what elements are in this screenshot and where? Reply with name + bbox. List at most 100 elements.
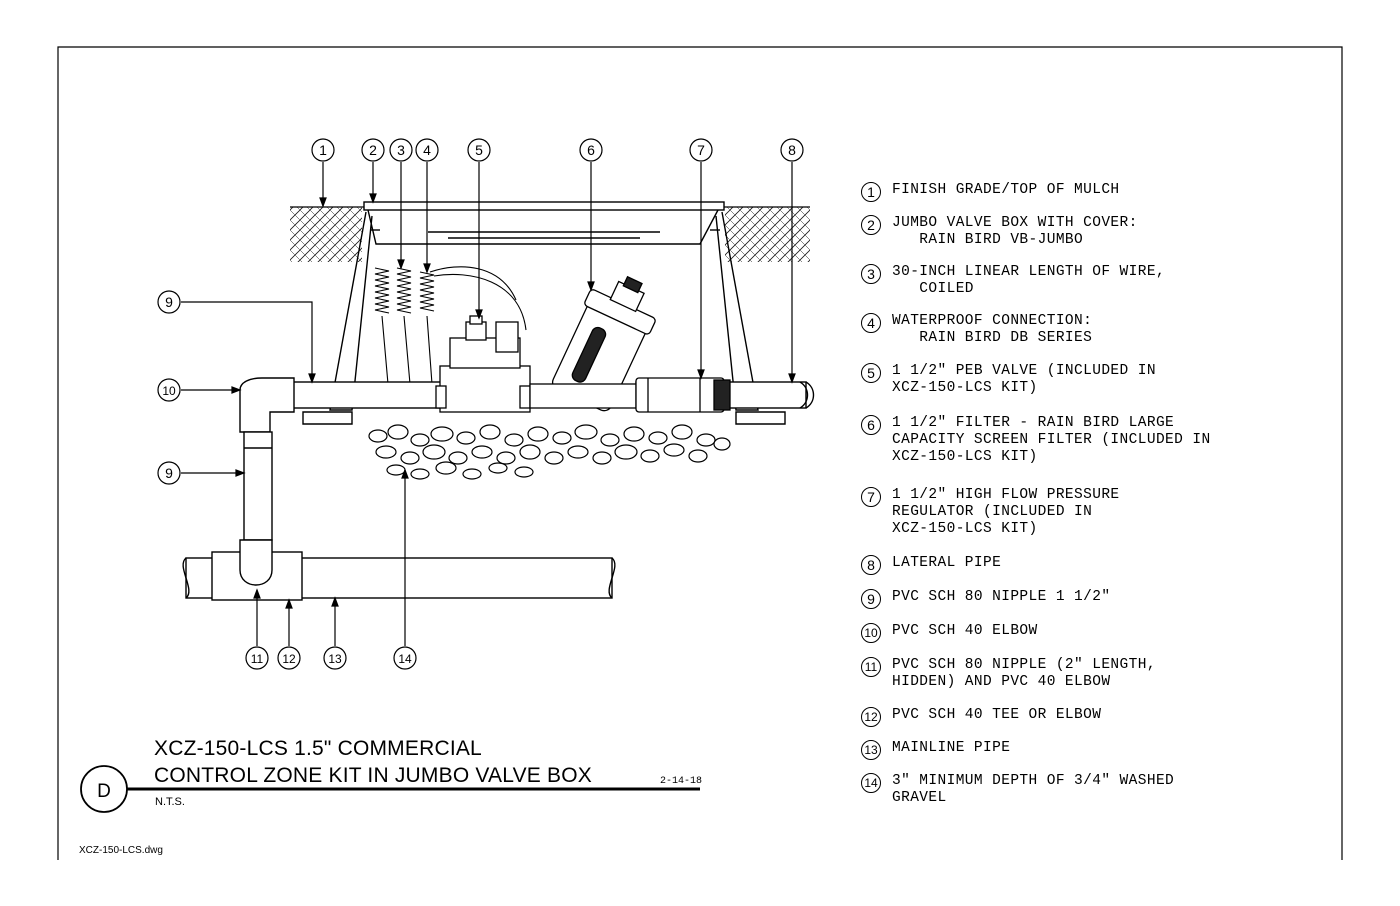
legend-number: 4 (861, 313, 881, 333)
gravel-stone (514, 466, 534, 478)
callout-number: 10 (162, 384, 176, 398)
finish-grade (290, 206, 810, 262)
callout-number: 2 (369, 142, 377, 158)
callout-arrow-10 (231, 386, 242, 394)
gravel-stone (640, 449, 660, 463)
callout-arrow-9 (235, 469, 246, 477)
callout-arrow-12 (285, 598, 293, 609)
legend-item-11: 11 PVC SCH 80 NIPPLE (2" LENGTH, HIDDEN) … (861, 657, 1156, 691)
callout-number: 13 (328, 652, 342, 666)
file-name: XCZ-150-LCS.dwg (79, 845, 163, 856)
gravel-stone (600, 433, 620, 447)
gravel-stone (663, 443, 685, 457)
gravel-stone (488, 462, 508, 474)
legend-text: PVC SCH 80 NIPPLE 1 1/2" (892, 589, 1111, 605)
callout-number: 12 (282, 652, 296, 666)
pvc-assembly (182, 377, 616, 601)
legend-text: 30-INCH LINEAR LENGTH OF WIRE, COILED (892, 264, 1166, 297)
gravel-stone (456, 431, 476, 445)
callout-number: 7 (697, 142, 705, 158)
date-stamp: 2-14-18 (660, 776, 703, 787)
pressure-regulator (635, 377, 731, 413)
callout-arrow-3 (397, 259, 405, 270)
screen-filter (529, 275, 656, 412)
callout-arrow-13 (331, 596, 339, 607)
legend-number: 13 (861, 740, 881, 760)
callout-arrow-14 (401, 468, 409, 479)
gravel (368, 424, 731, 480)
callout-circle-5 (467, 138, 491, 162)
callout-circle-13 (323, 646, 347, 670)
legend-item-3: 3 30-INCH LINEAR LENGTH OF WIRE, COILED (861, 264, 1165, 298)
legend-number: 10 (861, 623, 881, 643)
gravel-stone (574, 424, 598, 440)
gravel-stone (519, 444, 541, 460)
legend-text: PVC SCH 80 NIPPLE (2" LENGTH, HIDDEN) AN… (892, 657, 1156, 690)
gravel-stone (552, 431, 572, 445)
gravel-stone (713, 437, 731, 451)
callout-number: 3 (397, 142, 405, 158)
callout-circle-2 (361, 138, 385, 162)
gravel-stone (375, 445, 397, 459)
legend-number: 14 (861, 773, 881, 793)
callout-arrow-1 (319, 197, 327, 208)
legend-number: 3 (861, 264, 881, 284)
callout-circle-4 (415, 138, 439, 162)
callout-circle-3 (389, 138, 413, 162)
callout-circle-1 (311, 138, 335, 162)
peb-valve (435, 315, 531, 413)
legend-number: 2 (861, 215, 881, 235)
gravel-stone (471, 445, 493, 459)
legend-text: 3" MINIMUM DEPTH OF 3/4" WASHED GRAVEL (892, 773, 1175, 806)
gravel-stone (430, 426, 454, 442)
callout-circle-8 (780, 138, 804, 162)
callout-number: 1 (319, 142, 327, 158)
gravel-stone (496, 451, 516, 465)
callout-arrow-6 (587, 281, 595, 292)
legend-text: 1 1/2" PEB VALVE (INCLUDED IN XCZ-150-LC… (892, 363, 1156, 396)
gravel-stone (592, 451, 612, 465)
callout-number: 8 (788, 142, 796, 158)
callout-circle-11 (245, 646, 269, 670)
legend-item-5: 5 1 1/2" PEB VALVE (INCLUDED IN XCZ-150-L… (861, 363, 1156, 397)
gravel-stone (462, 468, 482, 480)
gravel-stone (504, 433, 524, 447)
sheet-border (57, 46, 1343, 860)
title-line-2: CONTROL ZONE KIT IN JUMBO VALVE BOX (154, 764, 592, 787)
gravel-stone (544, 451, 564, 465)
legend-number: 12 (861, 707, 881, 727)
gravel-stone (400, 451, 420, 465)
gravel-stone (479, 424, 501, 440)
callout-number: 4 (423, 142, 431, 158)
legend-text: 1 1/2" FILTER - RAIN BIRD LARGE CAPACITY… (892, 415, 1211, 465)
legend-number: 5 (861, 363, 881, 383)
callout-circle-6 (579, 138, 603, 162)
legend-number: 11 (861, 657, 881, 677)
gravel-stone (387, 424, 409, 440)
title-block-graphics (80, 765, 700, 813)
gravel-stone (623, 426, 645, 442)
callout-circle-10 (157, 378, 181, 402)
callout-circle-9 (157, 461, 181, 485)
gravel-stone (422, 444, 446, 460)
gravel-stone (448, 451, 468, 465)
gravel-stone (671, 424, 693, 440)
callout-circle-14 (393, 646, 417, 670)
callout-leader-9 (181, 301, 313, 382)
legend-text: FINISH GRADE/TOP OF MULCH (892, 182, 1120, 198)
gravel-stone (648, 431, 668, 445)
gravel-stone (386, 464, 406, 476)
legend-text: LATERAL PIPE (892, 555, 1002, 571)
callout-number: 9 (165, 294, 173, 310)
gravel-stone (567, 445, 589, 459)
